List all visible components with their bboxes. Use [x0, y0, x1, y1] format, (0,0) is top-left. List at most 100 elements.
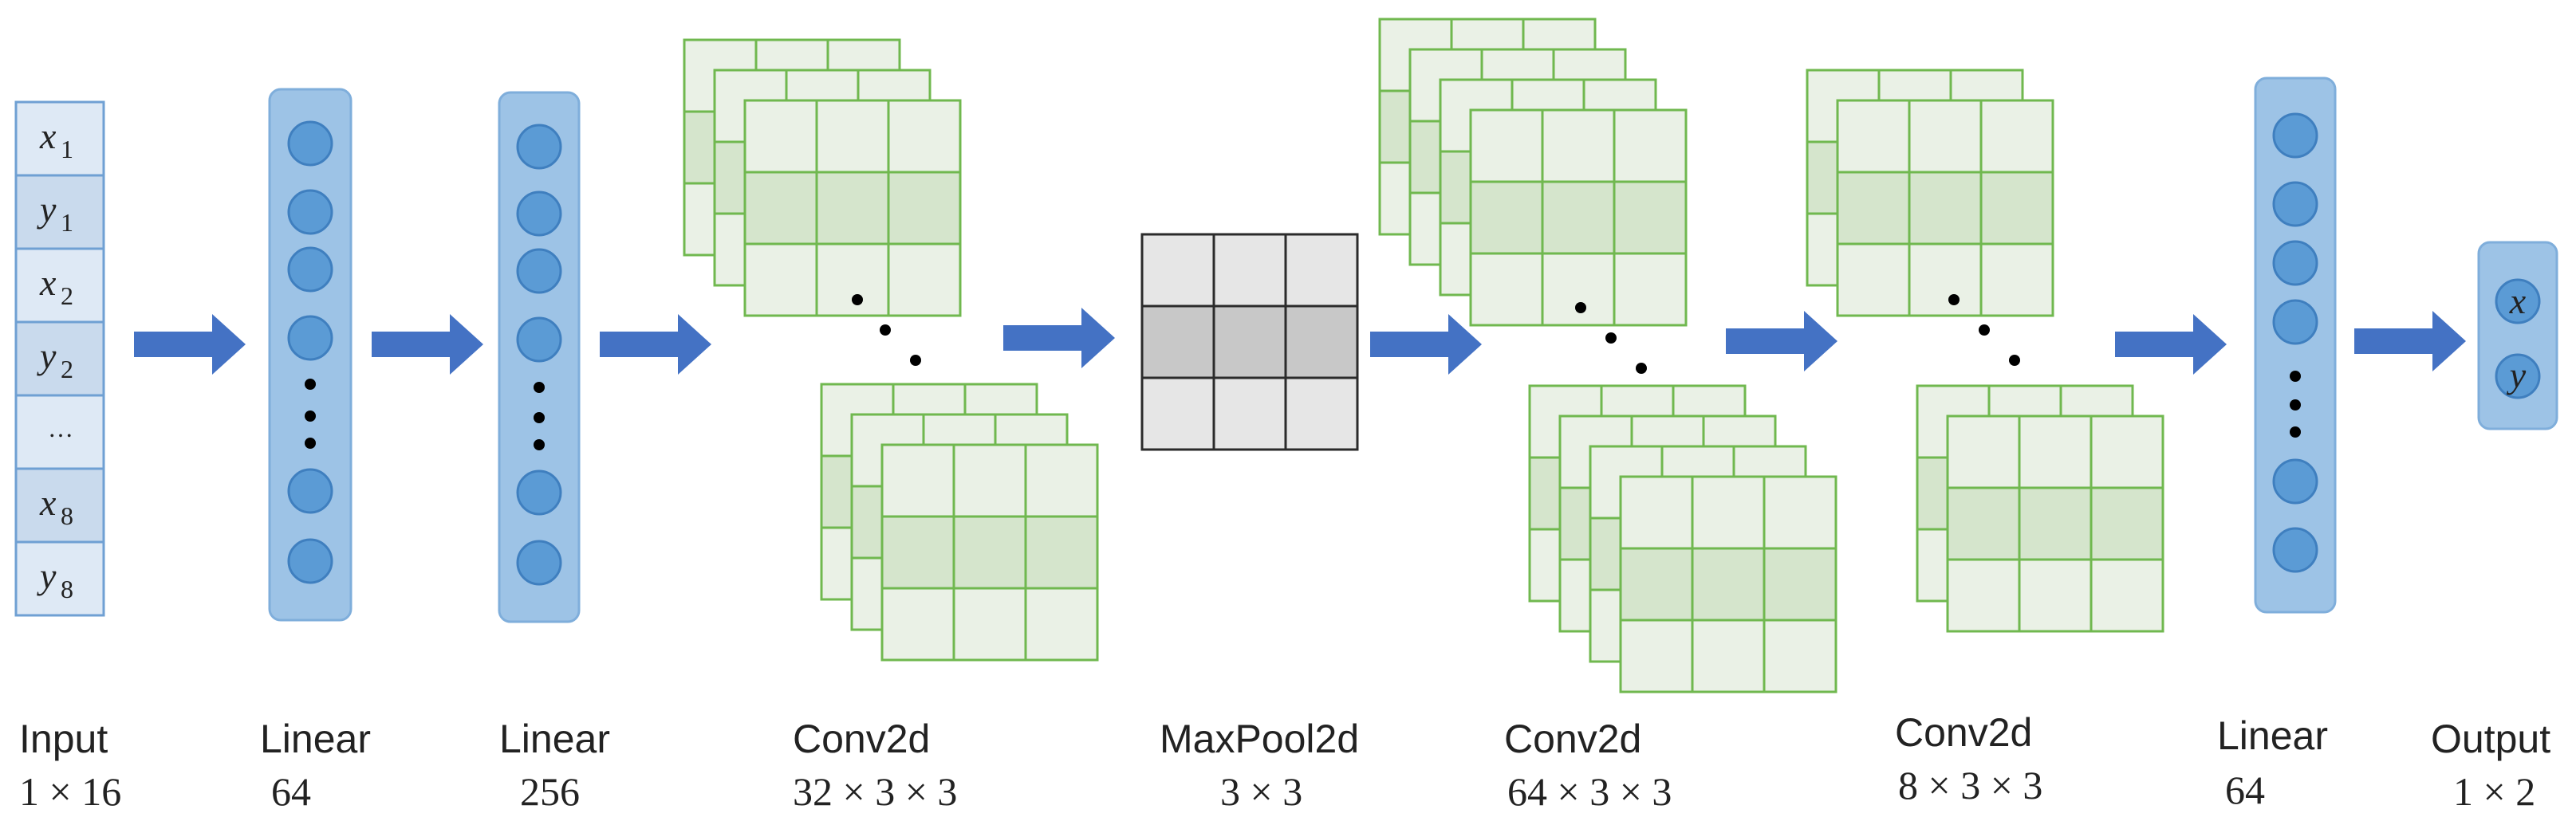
input-var: x [39, 116, 57, 156]
layer-dims-label: 256 [520, 769, 580, 814]
input-subscript: 8 [61, 575, 73, 603]
input-var: y [37, 189, 57, 230]
ellipsis-dot [534, 439, 545, 450]
layer-dims-label: 64 × 3 × 3 [1507, 769, 1672, 814]
input-cell-x1: x 1 [14, 100, 105, 177]
ellipsis-dot [852, 294, 863, 305]
layer-name-label: Output [2431, 717, 2550, 761]
input-subscript: 8 [61, 501, 73, 530]
layer-name-label: Conv2d [1504, 717, 1641, 761]
layer-name-label: Linear [260, 717, 371, 761]
output-var-x: x [2509, 281, 2527, 321]
input-cell-y2: y 2 [14, 320, 105, 397]
neuron-node [2272, 527, 2318, 573]
input-subscript: 1 [61, 208, 73, 237]
neuron-node [287, 246, 333, 293]
layer-column [2477, 241, 2558, 430]
input-cell-y8: y 8 [14, 540, 105, 617]
neuron-node [2272, 181, 2318, 227]
layer-name-label: Conv2d [793, 717, 930, 761]
layer-dims-label: 8 × 3 × 3 [1898, 763, 2042, 807]
input-cell-y1: y 1 [14, 174, 105, 250]
feature-map-stack-top [1378, 18, 1688, 327]
layer-dims-label: 32 × 3 × 3 [793, 769, 957, 814]
output-vector: x y [2477, 241, 2558, 430]
input-cell-x2: x 2 [14, 247, 105, 324]
neuron-node [287, 189, 333, 235]
ellipsis-dot [534, 412, 545, 423]
feature-map-stack-bottom [820, 383, 1099, 662]
neuron-node [516, 248, 562, 294]
layer-dims-label: 1 × 16 [19, 769, 121, 814]
feature-map-stack-bottom [1916, 384, 2164, 633]
neuron-node [516, 469, 562, 516]
conv2d-layer-8 [1806, 69, 2164, 633]
ellipsis-dot [1948, 294, 1960, 305]
ellipsis-dot [910, 355, 921, 366]
layer-name-label: Linear [2217, 713, 2328, 758]
input-subscript: 2 [61, 355, 73, 383]
arrow-right-icon [600, 314, 711, 375]
arrow-right-icon [1726, 311, 1837, 371]
ellipsis-dot [305, 410, 316, 422]
input-ellipsis: … [48, 414, 73, 442]
linear-layer-64 [268, 88, 353, 622]
input-var: x [39, 262, 57, 303]
neuron-node [516, 316, 562, 363]
input-subscript: 2 [61, 281, 73, 310]
layer-dims-label: 3 × 3 [1220, 769, 1302, 814]
input-cell-x8: x 8 [14, 467, 105, 544]
layer-dims-label: 64 [271, 769, 311, 814]
neuron-node [287, 120, 333, 167]
neuron-node [2272, 112, 2318, 159]
neuron-node [516, 124, 562, 170]
feature-map-stack-bottom [1528, 384, 1837, 693]
output-var-y: y [2507, 355, 2527, 395]
neuron-node [2272, 240, 2318, 286]
layer-name-label: Conv2d [1895, 710, 2032, 755]
neuron-node [287, 468, 333, 514]
feature-map-stack-top [683, 38, 962, 317]
feature-map-stack-top [1806, 69, 2054, 317]
ellipsis-dot [305, 438, 316, 449]
linear-layer-64-final [2254, 77, 2337, 614]
input-var: y [37, 556, 57, 596]
layer-name-label: MaxPool2d [1160, 717, 1359, 761]
neuron-node [287, 538, 333, 584]
input-var: y [37, 336, 57, 376]
neuron-node [2272, 299, 2318, 345]
ellipsis-dot [880, 324, 891, 336]
arrow-right-icon [134, 314, 246, 375]
ellipsis-dot [534, 382, 545, 393]
ellipsis-dot [2290, 371, 2301, 382]
input-vector: x 1 y 1 x 2 y 2 … x 8 y 8 [14, 100, 105, 617]
conv2d-layer-64 [1378, 18, 1837, 693]
input-subscript: 1 [61, 135, 73, 163]
ellipsis-dot [2290, 426, 2301, 438]
layer-name-label: Input [19, 717, 108, 761]
layer-name-label: Linear [499, 717, 610, 761]
neuron-node [516, 540, 562, 586]
layer-dims-label: 64 [2225, 768, 2265, 812]
conv2d-layer-32 [683, 38, 1099, 662]
neuron-node [2272, 458, 2318, 505]
neuron-node [516, 191, 562, 237]
ellipsis-dot [1636, 363, 1647, 374]
ellipsis-dot [2290, 399, 2301, 410]
input-var: x [39, 482, 57, 523]
arrow-right-icon [372, 314, 483, 375]
layer-dims-label: 1 × 2 [2453, 769, 2535, 814]
ellipsis-dot [1575, 302, 1586, 313]
linear-layer-256 [498, 91, 581, 623]
ellipsis-dot [2009, 355, 2020, 366]
arrow-right-icon [1003, 308, 1115, 368]
arrow-right-icon [2115, 314, 2227, 375]
neuron-node [287, 315, 333, 361]
ellipsis-dot [305, 379, 316, 390]
ellipsis-dot [1979, 324, 1990, 336]
input-cell-ellipsis: … [14, 394, 105, 470]
ellipsis-dot [1605, 332, 1617, 344]
arrow-right-icon [1370, 314, 1482, 375]
maxpool2d-layer [1140, 233, 1359, 451]
